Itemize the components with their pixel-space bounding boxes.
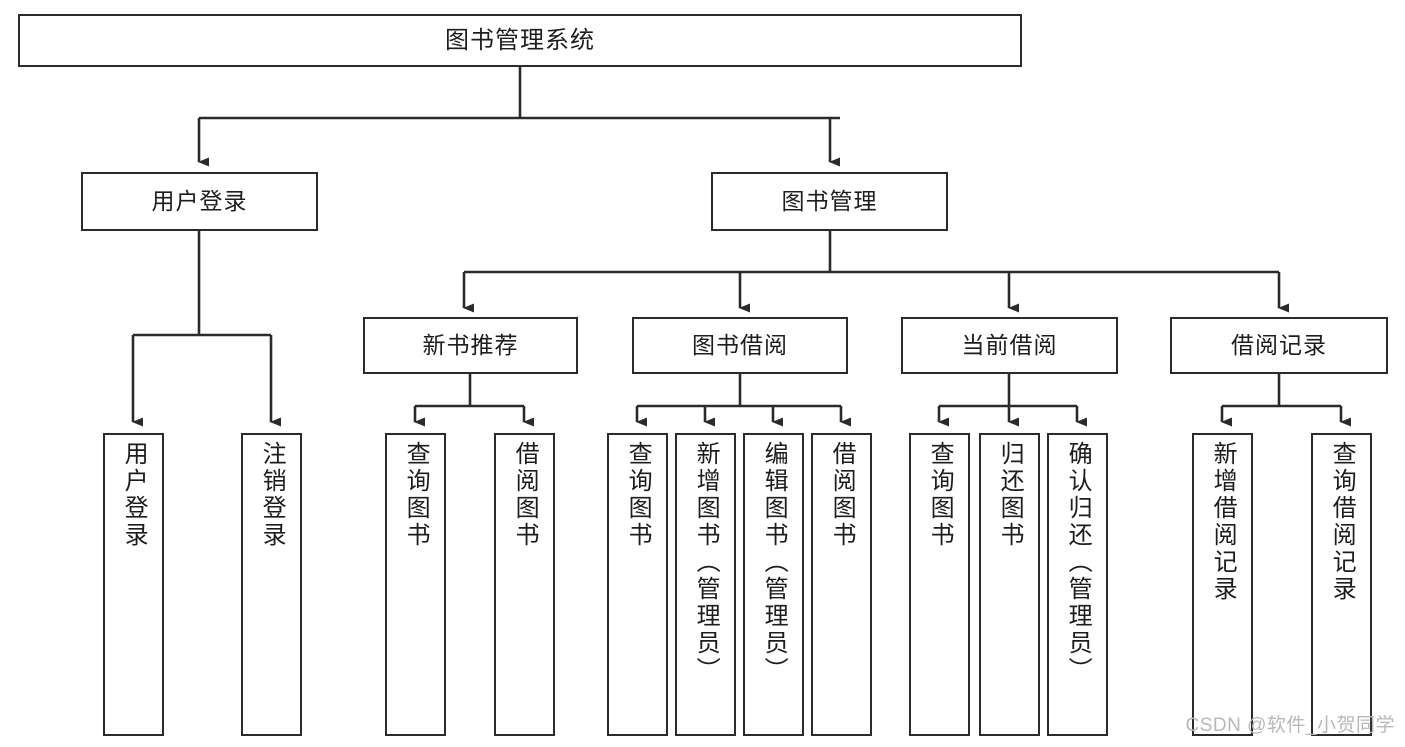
leaf-query-book-borrow[interactable]: 查询图书 bbox=[607, 433, 668, 736]
node-label: 归还图书 bbox=[996, 441, 1024, 549]
node-label: 编辑图书（管理员） bbox=[760, 441, 788, 684]
node-label: 当前借阅 bbox=[961, 332, 1058, 359]
leaf-add-borrow-record[interactable]: 新增借阅记录 bbox=[1192, 433, 1253, 736]
node-label: 查询借阅记录 bbox=[1328, 441, 1356, 603]
node-borrow-record[interactable]: 借阅记录 bbox=[1170, 317, 1388, 374]
node-label: 查询图书 bbox=[926, 441, 954, 549]
leaf-confirm-return-admin[interactable]: 确认归还（管理员） bbox=[1047, 433, 1108, 736]
leaf-user-login[interactable]: 用户登录 bbox=[103, 433, 164, 736]
node-current-borrow[interactable]: 当前借阅 bbox=[901, 317, 1118, 374]
node-user-login[interactable]: 用户登录 bbox=[81, 172, 318, 231]
node-label: 新书推荐 bbox=[422, 332, 519, 359]
node-book-manage[interactable]: 图书管理 bbox=[711, 172, 948, 231]
node-label: 用户登录 bbox=[120, 441, 148, 549]
leaf-query-book-new-rec[interactable]: 查询图书 bbox=[385, 433, 446, 736]
node-label: 查询图书 bbox=[624, 441, 652, 549]
leaf-query-book-current[interactable]: 查询图书 bbox=[909, 433, 970, 736]
node-label: 借阅图书 bbox=[828, 441, 856, 549]
node-label: 借阅图书 bbox=[511, 441, 539, 549]
node-book-borrow[interactable]: 图书借阅 bbox=[632, 317, 848, 374]
leaf-add-book-admin[interactable]: 新增图书（管理员） bbox=[675, 433, 736, 736]
node-label: 借阅记录 bbox=[1231, 332, 1327, 359]
leaf-logout-login[interactable]: 注销登录 bbox=[241, 433, 302, 736]
node-new-book-rec[interactable]: 新书推荐 bbox=[363, 317, 578, 374]
leaf-borrow-book-new-rec[interactable]: 借阅图书 bbox=[494, 433, 555, 736]
node-label: 查询图书 bbox=[402, 441, 430, 549]
node-label: 确认归还（管理员） bbox=[1064, 441, 1092, 684]
node-label: 新增图书（管理员） bbox=[692, 441, 720, 684]
leaf-borrow-book-borrow[interactable]: 借阅图书 bbox=[811, 433, 872, 736]
leaf-return-book[interactable]: 归还图书 bbox=[979, 433, 1040, 736]
leaf-edit-book-admin[interactable]: 编辑图书（管理员） bbox=[743, 433, 804, 736]
node-label: 注销登录 bbox=[258, 441, 286, 549]
leaf-query-borrow-record[interactable]: 查询借阅记录 bbox=[1311, 433, 1372, 736]
node-label: 图书管理系统 bbox=[445, 26, 595, 54]
node-label: 新增借阅记录 bbox=[1209, 441, 1237, 603]
node-label: 用户登录 bbox=[151, 188, 248, 215]
csdn-watermark: CSDN @软件_小贺同学 bbox=[1185, 715, 1395, 736]
node-label: 图书管理 bbox=[781, 188, 878, 215]
node-label: 图书借阅 bbox=[692, 332, 788, 359]
node-root-system[interactable]: 图书管理系统 bbox=[18, 14, 1022, 67]
